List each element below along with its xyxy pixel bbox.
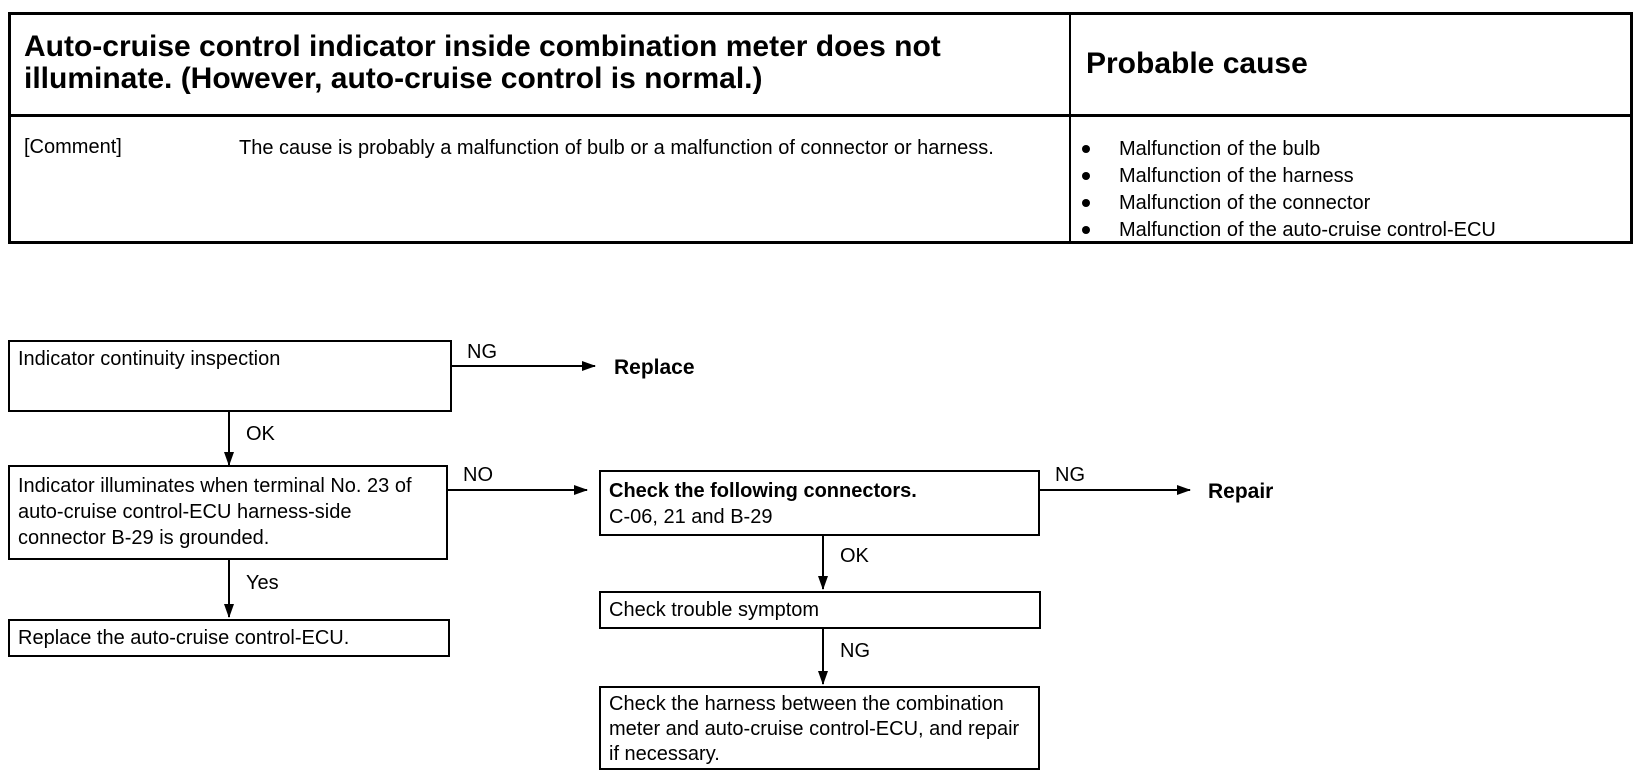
- replace-result: Replace: [614, 356, 695, 379]
- ok-label-2: OK: [840, 545, 869, 567]
- check-harness-box: Check the harness between the combinatio…: [599, 686, 1040, 770]
- probable-cause-heading: Probable cause: [1086, 47, 1308, 80]
- no-label: NO: [463, 464, 493, 486]
- check-connectors-box: Check the following connectors. C-06, 21…: [599, 470, 1040, 536]
- bullet-icon: [1082, 145, 1090, 153]
- cause-item: Malfunction of the auto-cruise control-E…: [1079, 217, 1496, 244]
- cause-item: Malfunction of the connector: [1079, 190, 1496, 217]
- cause-list: Malfunction of the bulb Malfunction of t…: [1079, 136, 1496, 244]
- yes-label: Yes: [246, 572, 279, 594]
- ng-label-2: NG: [1055, 464, 1085, 486]
- comment-label: [Comment]: [24, 136, 122, 158]
- comment-text: The cause is probably a malfunction of b…: [239, 137, 994, 159]
- probable-cause-table: Auto-cruise control indicator inside com…: [8, 12, 1633, 244]
- table-row-divider: [11, 114, 1630, 117]
- table-column-divider: [1069, 15, 1071, 241]
- replace-ecu-box: Replace the auto-cruise control-ECU.: [8, 619, 450, 657]
- cause-item: Malfunction of the harness: [1079, 163, 1496, 190]
- indicator-continuity-box: Indicator continuity inspection: [8, 340, 452, 412]
- ng-label-1: NG: [467, 341, 497, 363]
- bullet-icon: [1082, 199, 1090, 207]
- bullet-icon: [1082, 226, 1090, 234]
- check-trouble-box: Check trouble symptom: [599, 591, 1041, 629]
- bullet-icon: [1082, 172, 1090, 180]
- ng-label-3: NG: [840, 640, 870, 662]
- cause-item: Malfunction of the bulb: [1079, 136, 1496, 163]
- ok-label-1: OK: [246, 423, 275, 445]
- symptom-title: Auto-cruise control indicator inside com…: [24, 30, 941, 95]
- indicator-illuminates-box: Indicator illuminates when terminal No. …: [8, 465, 448, 560]
- repair-result: Repair: [1208, 480, 1274, 503]
